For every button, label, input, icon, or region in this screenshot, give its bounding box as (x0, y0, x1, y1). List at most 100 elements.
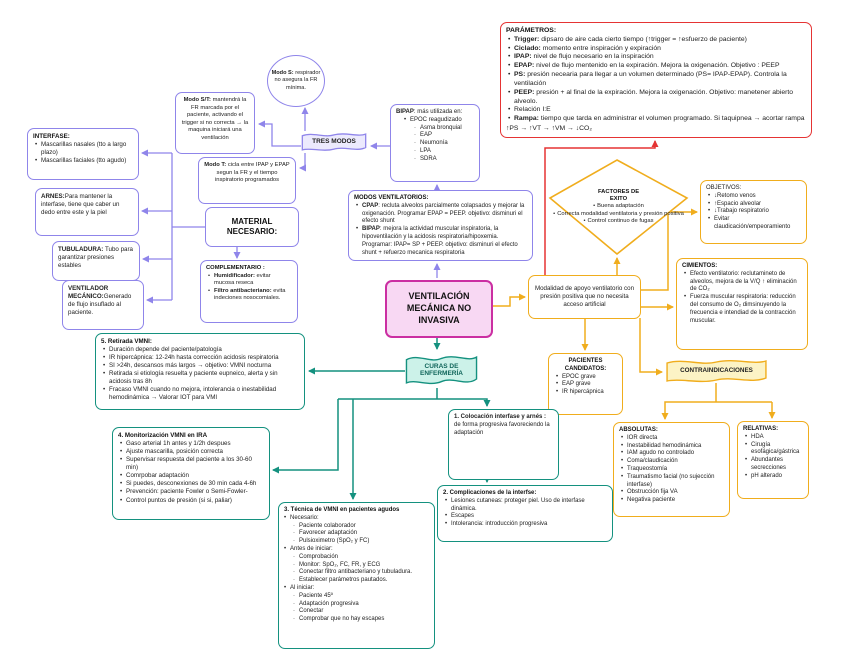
list-item: Escapes (445, 513, 607, 521)
list-item: EPOC reagudizado (404, 117, 474, 125)
list-item: Comrpobar adaptación (120, 472, 264, 480)
node-text: Modalidad de apoyo ventilatorio con pres… (534, 284, 635, 309)
list-item: Necesario: (284, 515, 429, 523)
list-item: ↓Trabajo respiratorio (708, 208, 801, 216)
list-item: Traumatismo facial (no sujección interfa… (621, 474, 724, 490)
list-item: Fracaso VMNI cuando no mejora, intoleran… (103, 386, 299, 402)
list-item: Pulsioximetro (SpO₂ y FC) (293, 538, 429, 546)
node-content: FACTORES DE EXITO Buena adaptaciónCorrec… (548, 158, 689, 256)
list-item: Ciclado: momento entre inspiración y exp… (508, 45, 806, 54)
node-paso2-complicaciones: 2. Complicaciones de la interfse: Lesion… (437, 485, 613, 542)
node-title: FACTORES DE EXITO (597, 188, 640, 203)
central-title: VENTILACIÓN MECÁNICA NO INVASIVA (406, 291, 472, 325)
list-item: Control continuo de fugas (553, 218, 684, 225)
list-item: Establecer parámetros pautados. (293, 577, 429, 585)
node-title: MODOS VENTILATORIOS: (354, 195, 429, 201)
list-item: Control puntos de presión (si si, paliar… (120, 497, 264, 505)
node-title: OBJETIVOS: (706, 185, 742, 191)
parametros-list: Trigger: dipsaro de aire cada cierto tie… (506, 36, 806, 124)
paso5-list: Duración depende del paciente/patologíaI… (101, 346, 299, 402)
node-title: PARÁMETROS: (506, 27, 557, 34)
node-text: Modo S: respirador no asegura la FR míni… (271, 70, 321, 91)
node-title: 4. Monitorización VMNI en IRA (118, 432, 208, 439)
paso3-group1-list: Paciente colaboradorFavorecer adaptación… (284, 523, 429, 546)
list-item: Neumonía (414, 140, 474, 148)
node-relativas: RELATIVAS: HDACirugía esofágica/gástrica… (737, 421, 809, 499)
list-item: Traqueostomía (621, 466, 724, 474)
flag-shape (665, 357, 768, 385)
list-item: HDA (745, 434, 803, 442)
list-item: LPA (414, 148, 474, 156)
node-paso4-monitorizacion: 4. Monitorización VMNI en IRA Gaso arter… (112, 427, 270, 520)
node-title: RELATIVAS: (743, 426, 779, 432)
node-parametros: PARÁMETROS: Trigger: dipsaro de aire cad… (500, 22, 812, 138)
list-item: Coma/claudicación (621, 458, 724, 466)
list-item: Mascarillas faciales (tto agudo) (35, 157, 133, 165)
list-item: IR hipercápnica: 12-24h hasta corrección… (103, 354, 299, 362)
list-item: Si puedes, desconexiones de 30 min cada … (120, 480, 264, 488)
list-item: Fuerza muscular respiratoria: reducción … (684, 294, 802, 325)
list-item: IAM agudo no controlado (621, 450, 724, 458)
list-item: EAP (414, 132, 474, 140)
node-title: COMPLEMENTARIO : (206, 265, 265, 271)
paso3-group3-list: Paciente 45ºAdaptación progresivaConecta… (284, 593, 429, 624)
list-item: Cirugía esofágica/gástrica (745, 442, 803, 458)
list-item: PEEP: presión + al final de la expiració… (508, 89, 806, 107)
node-title: INTERFASE: (33, 133, 70, 140)
list-item: Lesiones cutaneas: proteger piel. Uso de… (445, 498, 607, 514)
list-item: IOR directa (621, 435, 724, 443)
list-item: Negativa paciente (621, 497, 724, 505)
relativas-list: HDACirugía esofágica/gástricaAbundantes … (743, 434, 803, 481)
list-item: Filtro antibacteriano: evita indeciones … (208, 288, 292, 303)
list-item: ↑Espacio alveolar (708, 201, 801, 209)
list-item: pH alterado (745, 473, 803, 481)
node-paso5-retirada: 5. Retirada VMNI: Duración depende del p… (95, 333, 305, 410)
list-item: Prevención: paciente Fowler o Semi-Fowle… (120, 488, 264, 496)
list-item: Trigger: dipsaro de aire cada cierto tie… (508, 36, 806, 45)
list-item: Abundantes secrecciones (745, 457, 803, 473)
node-paso3-tecnica: 3. Técnica de VMNI en pacientes agudos N… (278, 502, 435, 649)
node-arnes: ARNES:Para mantener la interfase, tiene … (35, 188, 139, 236)
node-modo-st: Modo S/T: mantendrá la FR marcada por el… (175, 92, 255, 154)
purple-connectors (141, 107, 441, 304)
interfase-list: Mascarillas nasales (tto a largo plazo)M… (33, 141, 133, 165)
banner-label: CONTRAINDICACIONES (680, 367, 753, 375)
node-tubuladura: TUBULADURA: Tubo para garantizar presion… (52, 241, 140, 281)
node-objetivos: OBJETIVOS: ↓Retomo venos↑Espacio alveola… (700, 180, 807, 244)
node-central-vmni: VENTILACIÓN MECÁNICA NO INVASIVA (385, 280, 493, 338)
list-item: Rampa: tiempo que tarda en administrar e… (508, 115, 806, 124)
absolutas-list: IOR directaInestabilidad hemodinámicaIAM… (619, 435, 724, 505)
node-definicion: Modalidad de apoyo ventilatorio con pres… (528, 275, 641, 319)
node-title: 5. Retirada VMNI: (101, 338, 152, 345)
list-item: Evitar claudicación/empeoramiento (708, 216, 801, 232)
list-item: Mascarillas nasales (tto a largo plazo) (35, 141, 133, 157)
list-item: Comprobar que no hay escapes (293, 616, 429, 624)
objetivos-list: ↓Retomo venos↑Espacio alveolar↓Trabajo r… (706, 193, 801, 232)
node-title: 2. Complicaciones de la interfse: (443, 490, 537, 496)
list-item: Obstrucción fija VA (621, 489, 724, 497)
bipap-sublist: Asma bronquialEAPNeumoníaLPASDRA (396, 125, 474, 164)
banner-label: TRES MODOS (312, 138, 356, 146)
list-item: Paciente 45º (293, 593, 429, 601)
node-bipap: BIPAP: más utilizada en: EPOC reagudizad… (390, 104, 480, 182)
node-modo-s: Modo S: respirador no asegura la FR míni… (267, 55, 325, 107)
paso2-list: Lesiones cutaneas: proteger piel. Uso de… (443, 498, 607, 529)
teal-connectors (272, 338, 491, 500)
list-item: SDRA (414, 156, 474, 164)
node-title: 3. Técnica de VMNI en pacientes agudos (284, 507, 400, 513)
node-paso1-colocacion: 1. Colocación interfase y arnés : de for… (448, 409, 559, 480)
list-item: Al iniciar: (284, 585, 429, 593)
list-item: Efecto ventilatorio: reclutamineto de al… (684, 271, 802, 294)
factores-list: Buena adaptaciónCorrecta modalidad venti… (553, 203, 684, 225)
bipap-list: EPOC reagudizado (396, 117, 474, 125)
parametros-footer: ↑PS → ↑VT → ↑VM → ↓CO₂ (506, 125, 592, 133)
list-item: Conectar filtro antibacteriano y tubulad… (293, 569, 429, 577)
node-cimientos: CIMIENTOS: Efecto ventilatorio: reclutam… (676, 258, 808, 350)
paso3-group2-list: ComprobaciónMonitor: SpO₂, FC, FR, y ECG… (284, 554, 429, 585)
complementario-list: Humidificador: evitar mucosa resecaFiltr… (206, 273, 292, 303)
list-item: EPOC grave (556, 374, 617, 382)
node-title: ABSOLUTAS: (619, 427, 658, 433)
list-item: Buena adaptación (553, 203, 684, 210)
